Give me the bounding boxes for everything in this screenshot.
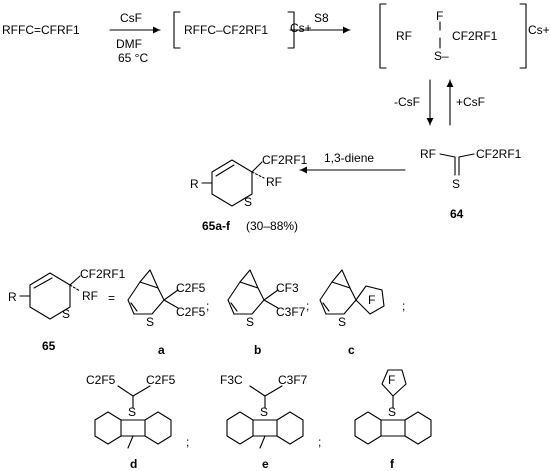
solvent: DMF: [116, 37, 142, 51]
thioketone-rf: RF: [420, 147, 436, 161]
eq-plus-csf: +CsF: [456, 95, 486, 109]
d-sub2: C2F5: [146, 373, 176, 387]
a-s: S: [146, 315, 155, 329]
thiolate-rf: RF: [396, 29, 412, 43]
e-sub1: F3C: [220, 373, 243, 387]
thioketone-s: S: [452, 177, 461, 191]
product-label: 65a-f: [202, 219, 231, 233]
sep-3: ;: [402, 299, 406, 313]
f-ring-f: F: [388, 373, 396, 387]
reagent-diene: 1,3-diene: [324, 151, 375, 165]
e-s: S: [260, 405, 269, 419]
sep-4: ;: [186, 435, 190, 449]
legend-cf2rf1: CF2RF1: [80, 267, 126, 281]
b-s: S: [246, 315, 255, 329]
b-sub2: C3F7: [276, 305, 306, 319]
d-letter: d: [130, 457, 138, 471]
legend-label: 65: [42, 339, 56, 353]
b-letter: b: [254, 343, 262, 357]
e-sub2: C3F7: [278, 373, 308, 387]
b-sub1: CF3: [276, 281, 299, 295]
e-letter: e: [262, 457, 269, 471]
c-s: S: [338, 315, 347, 329]
product-s: S: [244, 195, 253, 209]
product-rf: RF: [266, 175, 282, 189]
product-r: R: [190, 177, 199, 191]
cation-2: Cs+: [528, 23, 550, 37]
sep-2: ;: [306, 299, 310, 313]
legend-r: R: [8, 290, 17, 304]
thioketone-label: 64: [450, 207, 464, 221]
cation-1: Cs+: [290, 21, 312, 35]
a-sub1: C2F5: [176, 281, 206, 295]
d-sub1: C2F5: [86, 373, 116, 387]
legend-rf: RF: [82, 289, 98, 303]
d-s: S: [128, 405, 137, 419]
sep-5: ;: [318, 435, 322, 449]
f-letter: f: [390, 457, 394, 471]
legend-equals: =: [108, 291, 116, 305]
reagent-s8: S8: [314, 11, 329, 25]
product-yield: (30–88%): [246, 219, 299, 233]
legend-s: S: [62, 307, 71, 321]
product-ring: [211, 159, 253, 207]
a-sub2: C2F5: [176, 305, 206, 319]
legend-ring: [29, 272, 71, 320]
thioketone-cf2rf1: CF2RF1: [476, 147, 522, 161]
eq-minus-csf: -CsF: [394, 95, 420, 109]
reagent-csf: CsF: [120, 11, 142, 25]
sep-1: ;: [206, 299, 210, 313]
thiolate-cf2rf1: CF2RF1: [452, 29, 498, 43]
c-letter: c: [348, 343, 355, 357]
c-ring-f: F: [368, 293, 376, 307]
product-cf2rf1: CF2RF1: [262, 153, 308, 167]
f-s: S: [388, 405, 397, 419]
reactant: RFFC=CFRF1: [2, 23, 80, 37]
a-letter: a: [158, 343, 165, 357]
thiolate-f: F: [436, 9, 444, 23]
carbanion: RFFC–CF2RF1: [184, 23, 269, 37]
temperature: 65 °C: [118, 51, 149, 65]
thiolate-s: S–: [434, 49, 449, 63]
